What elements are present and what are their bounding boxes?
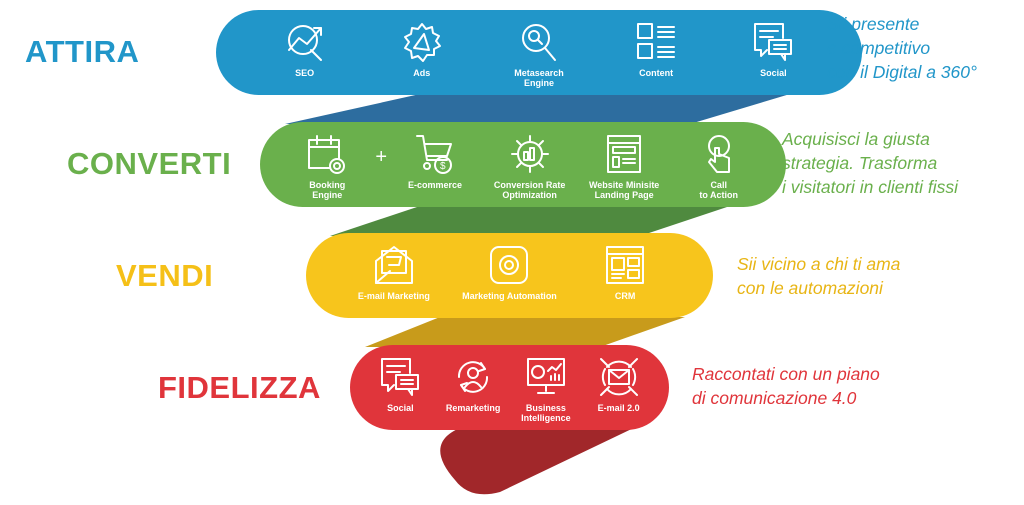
megaphone-icon <box>403 23 441 62</box>
chat-icon <box>754 23 793 61</box>
service-item-marketing-automation: Marketing Automation <box>459 233 559 301</box>
service-item-conversion-rate-optimization: Conversion Rate Optimization <box>482 122 577 200</box>
connector-yellow-red <box>365 317 685 347</box>
service-label: Content <box>639 68 674 78</box>
connector-blue-green <box>285 94 790 124</box>
email-cart-icon <box>374 246 413 284</box>
tagline-fidelizza: Raccontati con un piano di comunicazione… <box>692 364 880 408</box>
calendar-gear-icon <box>308 135 346 174</box>
seo-icon <box>287 25 322 61</box>
service-item-booking-engine: Booking Engine <box>280 122 375 200</box>
tagline-attira: Sii presente e competitivo con il Digita… <box>827 14 977 82</box>
chat-icon <box>381 358 420 396</box>
monitor-chart-icon <box>526 358 565 394</box>
funnel-tail <box>440 425 640 495</box>
service-label: Remarketing <box>445 403 501 413</box>
service-label: Conversion Rate Optimization <box>493 180 566 200</box>
service-label: Metasearch Engine <box>514 68 564 88</box>
service-label: Social <box>387 403 414 413</box>
tap-icon <box>707 135 730 173</box>
service-label: Booking Engine <box>309 180 346 200</box>
service-item-seo: SEO <box>255 10 355 78</box>
band-fidelizza: Social Remarketing Business Intelligence E-… <box>350 345 669 430</box>
tagline-vendi: Sii vicino a chi ti ama con le automazio… <box>737 254 901 298</box>
stage-title-fidelizza: FIDELIZZA <box>158 370 321 405</box>
band-converti: Booking Engine + $ E-commerce Conversion Rat… <box>260 122 786 207</box>
crm-icon <box>606 246 645 284</box>
service-label: Business Intelligence <box>521 403 571 423</box>
service-label: SEO <box>295 68 315 78</box>
service-label: CRM <box>614 291 636 301</box>
cart-icon: $ <box>416 135 453 174</box>
service-label: Marketing Automation <box>462 291 557 301</box>
service-item-ads: Ads <box>372 10 472 78</box>
service-item-remarketing: Remarketing <box>437 345 510 413</box>
service-label: Ads <box>413 68 431 78</box>
gear-icon <box>490 246 529 284</box>
svg-text:$: $ <box>440 161 446 172</box>
user-cycle-icon <box>458 361 489 393</box>
service-label: E-commerce <box>408 180 463 190</box>
plus-sign: + <box>375 146 387 168</box>
service-item-content: Content <box>606 10 706 78</box>
service-item-business-intelligence: Business Intelligence <box>510 345 583 423</box>
stage-title-converti: CONVERTI <box>67 146 232 181</box>
service-item-e-mail-2-0: E-mail 2.0 <box>582 345 655 413</box>
band-attira: SEO Ads Metasearch Engine Content Social <box>216 10 862 95</box>
magnifier-icon <box>521 24 556 61</box>
service-label: E-mail Marketing <box>357 291 430 301</box>
stage-title-vendi: VENDI <box>116 258 214 293</box>
service-item-e-mail-marketing: E-mail Marketing <box>344 233 444 301</box>
stage-title-attira: ATTIRA <box>25 34 140 69</box>
band-vendi: E-mail Marketing Marketing Automation CRM <box>306 233 713 318</box>
service-item-call-to-action: Call to Action <box>671 122 766 200</box>
service-label: Call to Action <box>699 180 739 200</box>
service-item-crm: CRM <box>575 233 675 301</box>
service-label: E-mail 2.0 <box>597 403 640 413</box>
service-item-e-commerce: $ E-commerce <box>388 122 483 190</box>
service-item-social: Social <box>364 345 437 413</box>
service-item-website-minisite-landing-page: Website Minisite Landing Page <box>577 122 672 200</box>
service-item-social: Social <box>723 10 823 78</box>
service-label: Social <box>760 68 787 78</box>
tagline-converti: Acquisisci la giusta strategia. Trasform… <box>782 129 959 197</box>
service-item-metasearch-engine: Metasearch Engine <box>489 10 589 88</box>
gear-chart-icon <box>510 135 549 173</box>
connector-green-yellow <box>330 206 730 236</box>
content-list-icon <box>637 23 676 59</box>
service-label: Website Minisite Landing Page <box>588 180 660 200</box>
webpage-icon <box>607 135 642 173</box>
envelope-target-icon <box>599 358 638 396</box>
